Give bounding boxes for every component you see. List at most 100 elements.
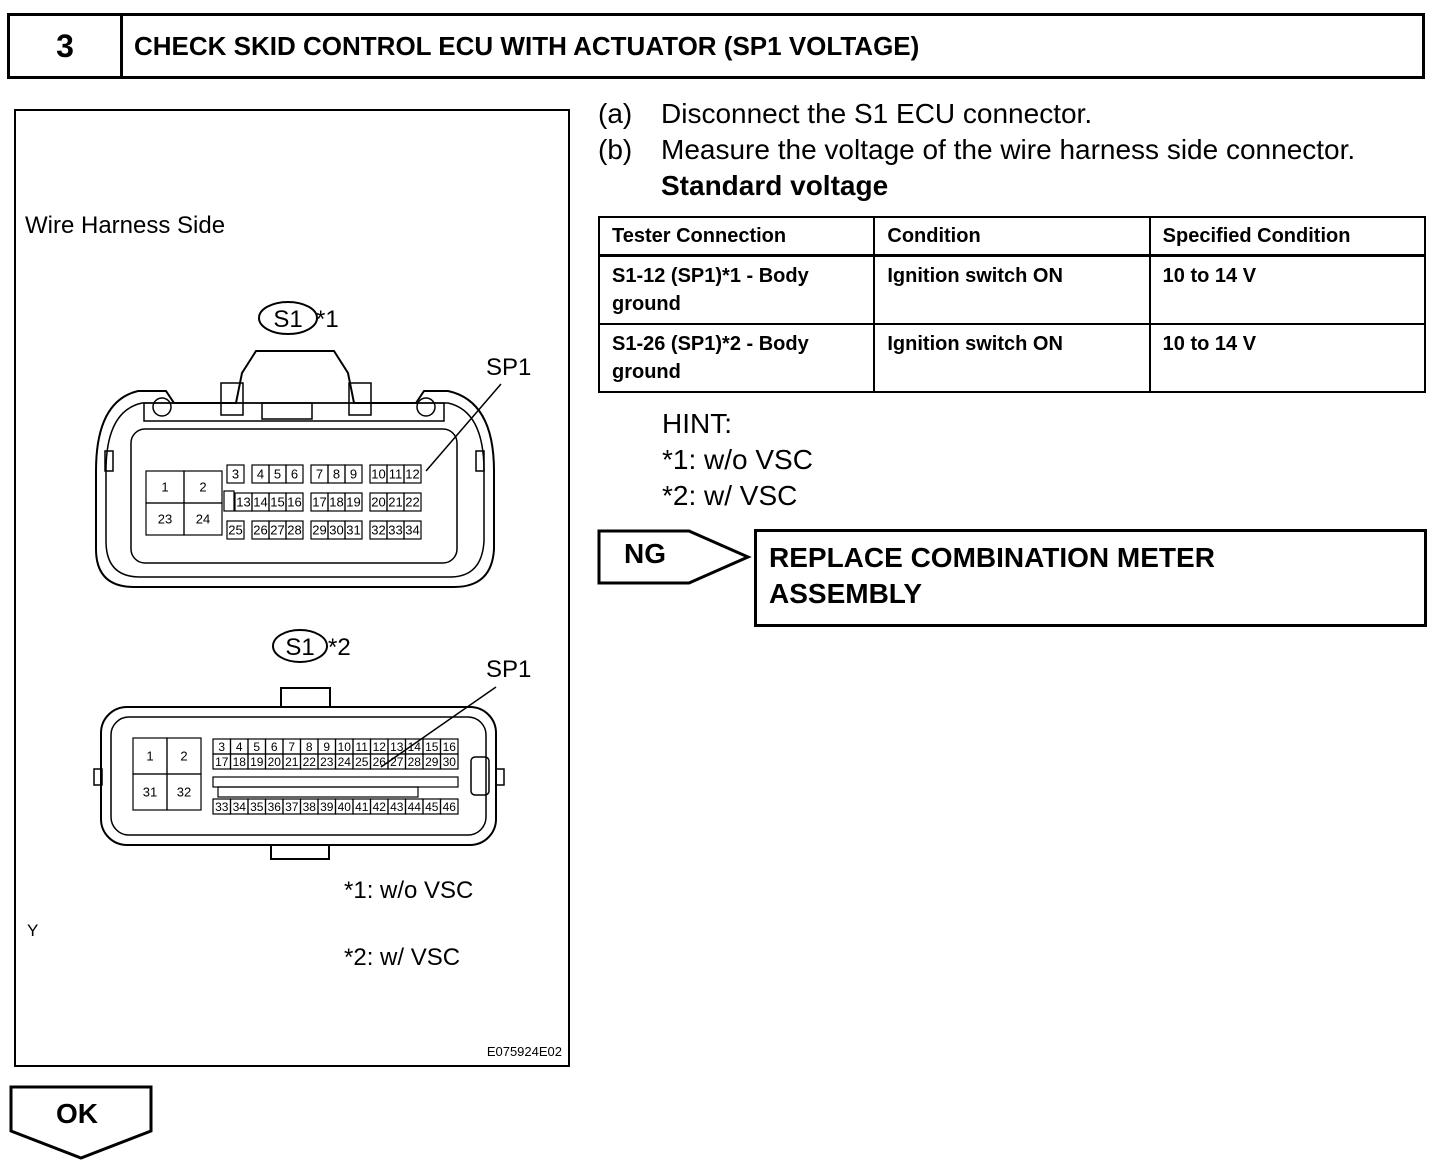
- pin-label: 23: [320, 755, 334, 769]
- pin-label: 36: [268, 800, 282, 814]
- ng-arrow-icon: [597, 529, 752, 585]
- pin-label: 24: [196, 512, 210, 527]
- table-header-cell: Specified Condition: [1148, 216, 1427, 257]
- instruction-a: (a) Disconnect the S1 ECU connector.: [598, 96, 1438, 136]
- pin-label: 23: [158, 512, 172, 527]
- ng-result-line2: ASSEMBLY: [769, 578, 923, 609]
- ng-label: NG: [624, 538, 666, 569]
- hint-line1: *1: w/o VSC: [662, 444, 813, 475]
- pin-label: 1: [146, 749, 153, 764]
- table-cell-spec: 10 to 14 V: [1148, 323, 1427, 393]
- connector2-circle: [272, 629, 328, 663]
- pin-label: 41: [355, 800, 369, 814]
- pin-label: 8: [333, 467, 340, 482]
- instruction-b-text: Measure the voltage of the wire harness …: [661, 134, 1356, 165]
- pin-label: 12: [405, 467, 419, 482]
- connector1-clip-left: [220, 382, 244, 416]
- pin-cell: [344, 464, 363, 484]
- pin-label: 14: [253, 495, 267, 510]
- pin-label: 9: [350, 467, 357, 482]
- connector2-mark: *2: [328, 634, 351, 661]
- connector1-post-left: [152, 397, 172, 417]
- ng-result-line1: REPLACE COMBINATION METER: [769, 542, 1215, 573]
- pin-label: 20: [371, 495, 385, 510]
- pin-label: 11: [356, 740, 369, 754]
- pin-label: 26: [373, 755, 387, 769]
- pin-label: 4: [257, 467, 264, 482]
- table-header-cell: Condition: [873, 216, 1151, 257]
- pin-cell: [226, 520, 245, 540]
- pin-label: 6: [271, 740, 278, 754]
- figure-corner-mark: Y: [27, 921, 38, 940]
- hint-title: HINT:: [662, 408, 732, 439]
- pin-label: 30: [329, 523, 343, 538]
- pin-label: 22: [405, 495, 419, 510]
- pin-label: 13: [236, 495, 250, 510]
- connector1-housing-inner: [105, 402, 485, 578]
- connector1-key-right: [475, 450, 485, 472]
- pin-label: 39: [320, 800, 334, 814]
- pin-label: 35: [250, 800, 264, 814]
- pin-label: 25: [228, 523, 242, 538]
- instruction-b: (b) Measure the voltage of the wire harn…: [598, 132, 1438, 172]
- connector1-mark: *1: [316, 306, 339, 333]
- connector2-pointer-label: SP1: [486, 656, 531, 683]
- figure-id: E075924E02: [487, 1044, 562, 1059]
- connector2-guide-rail: [217, 786, 419, 798]
- pin-label: 21: [388, 495, 402, 510]
- pin-cell: [285, 492, 304, 512]
- spec-table: Tester Connection Condition Specified Co…: [597, 216, 1427, 393]
- connector2-housing-inner: [110, 716, 487, 836]
- pin-label: 17: [312, 495, 326, 510]
- pin-label: 22: [303, 755, 317, 769]
- pin-label: 24: [338, 755, 352, 769]
- connector1-pointer-label: SP1: [486, 354, 531, 381]
- pin-label: 31: [143, 785, 157, 800]
- pin-label: 13: [390, 740, 404, 754]
- step-header: 3 CHECK SKID CONTROL ECU WITH ACTUATOR (…: [7, 13, 1425, 79]
- pin-cell: [439, 798, 459, 815]
- connector1-name: S1: [273, 306, 302, 333]
- figure-note1: *1: w/o VSC: [344, 877, 473, 904]
- pin-label: 10: [338, 740, 352, 754]
- pin-label: 28: [287, 523, 301, 538]
- pin-label: 32: [371, 523, 385, 538]
- pin-label: 2: [199, 480, 206, 495]
- pin-label: 4: [236, 740, 243, 754]
- pin-cell: [403, 492, 422, 512]
- pin-label: 7: [316, 467, 323, 482]
- ok-arrow-icon: [9, 1085, 153, 1160]
- pin-label: 5: [274, 467, 281, 482]
- pin-label: 16: [287, 495, 301, 510]
- pin-label: 32: [177, 785, 191, 800]
- table-cell-condition: Ignition switch ON: [873, 254, 1151, 325]
- pin-label: 1: [161, 480, 168, 495]
- connector1-pointer-line: [425, 383, 502, 472]
- connector1-key-left: [104, 450, 114, 472]
- connector1-circle: [258, 301, 318, 335]
- pin-cell: [183, 502, 223, 536]
- pin-label: 45: [425, 800, 439, 814]
- pin-label: 3: [218, 740, 225, 754]
- connector1-post-right: [416, 397, 436, 417]
- pin-cell: [403, 520, 422, 540]
- pin-label: 5: [253, 740, 260, 754]
- connector2-key-right: [495, 768, 505, 786]
- connector1-clip-right: [348, 382, 372, 416]
- table-cell-spec: 10 to 14 V: [1148, 254, 1427, 325]
- ng-result-box: REPLACE COMBINATION METER ASSEMBLY: [754, 529, 1427, 627]
- pin-label: 12: [373, 740, 387, 754]
- pin-label: 29: [425, 755, 439, 769]
- pin-label: 44: [408, 800, 422, 814]
- pin-label: 7: [288, 740, 295, 754]
- instruction-b-label: (b): [598, 134, 633, 165]
- pin-label: 19: [346, 495, 360, 510]
- pin-cell: [166, 773, 202, 811]
- pin-label: 15: [425, 740, 439, 754]
- pin-label: 38: [303, 800, 317, 814]
- figure-note2: *2: w/ VSC: [344, 944, 460, 971]
